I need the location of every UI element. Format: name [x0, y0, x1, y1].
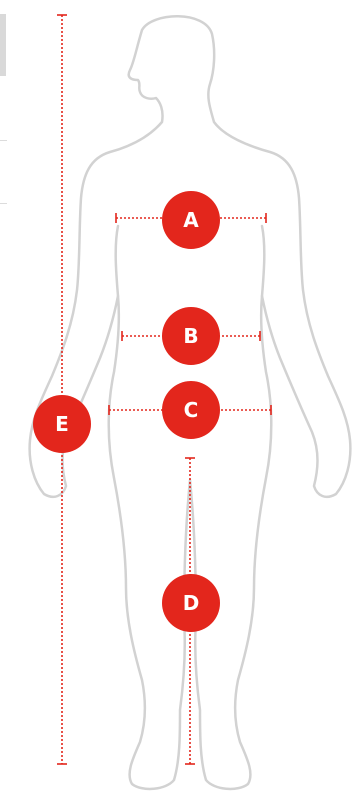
- marker-d-label: D: [183, 593, 200, 613]
- marker-e: E: [33, 395, 91, 453]
- marker-d: D: [162, 574, 220, 632]
- marker-b-label: B: [183, 326, 198, 346]
- marker-b: B: [162, 307, 220, 365]
- marker-e-label: E: [55, 414, 69, 434]
- marker-c-label: C: [184, 400, 199, 420]
- marker-c: C: [162, 381, 220, 439]
- marker-a: A: [162, 191, 220, 249]
- marker-a-label: A: [183, 210, 198, 230]
